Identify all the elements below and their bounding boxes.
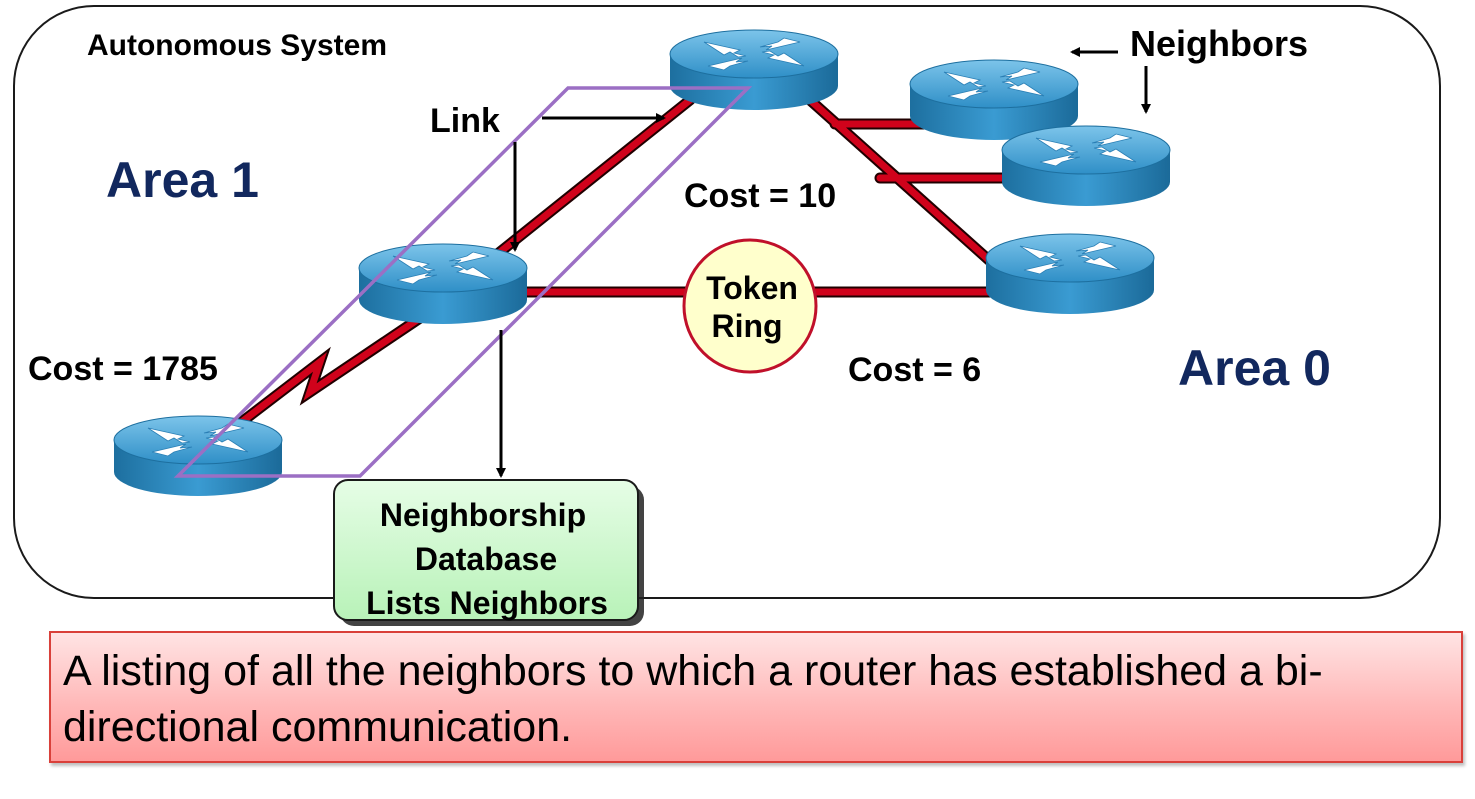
cost-1785-label: Cost = 1785 [28,350,218,388]
cost-10-label: Cost = 10 [684,177,836,215]
serial-link-zigzag-icon [201,314,424,454]
neighborship-database-box [333,479,639,621]
core-to-area0-link [806,96,1004,274]
link-highlight-outline [173,86,753,478]
database-box-line2: Database [415,541,557,577]
router-icon [985,233,1155,315]
router-icon [358,243,528,325]
database-box-line3: Lists Neighbors [366,585,608,621]
router-icon [1001,125,1171,207]
token-ring-label-line1: Token [706,270,798,306]
router-icon [669,29,839,111]
area-1-label: Area 1 [106,152,259,208]
area-0-label: Area 0 [1178,340,1331,396]
caption-box: A listing of all the neighbors to which … [49,631,1463,763]
cost-6-label: Cost = 6 [848,351,981,389]
token-ring-label-line2: Ring [711,308,782,344]
neighbors-label: Neighbors [1130,23,1308,64]
database-box-line1: Neighborship [380,497,586,533]
caption-text: A listing of all the neighbors to which … [63,647,1323,751]
annotation-arrows [496,47,1151,478]
link-label: Link [430,102,500,140]
token-ring-circle [682,238,818,374]
autonomous-system-title: Autonomous System [87,29,387,62]
